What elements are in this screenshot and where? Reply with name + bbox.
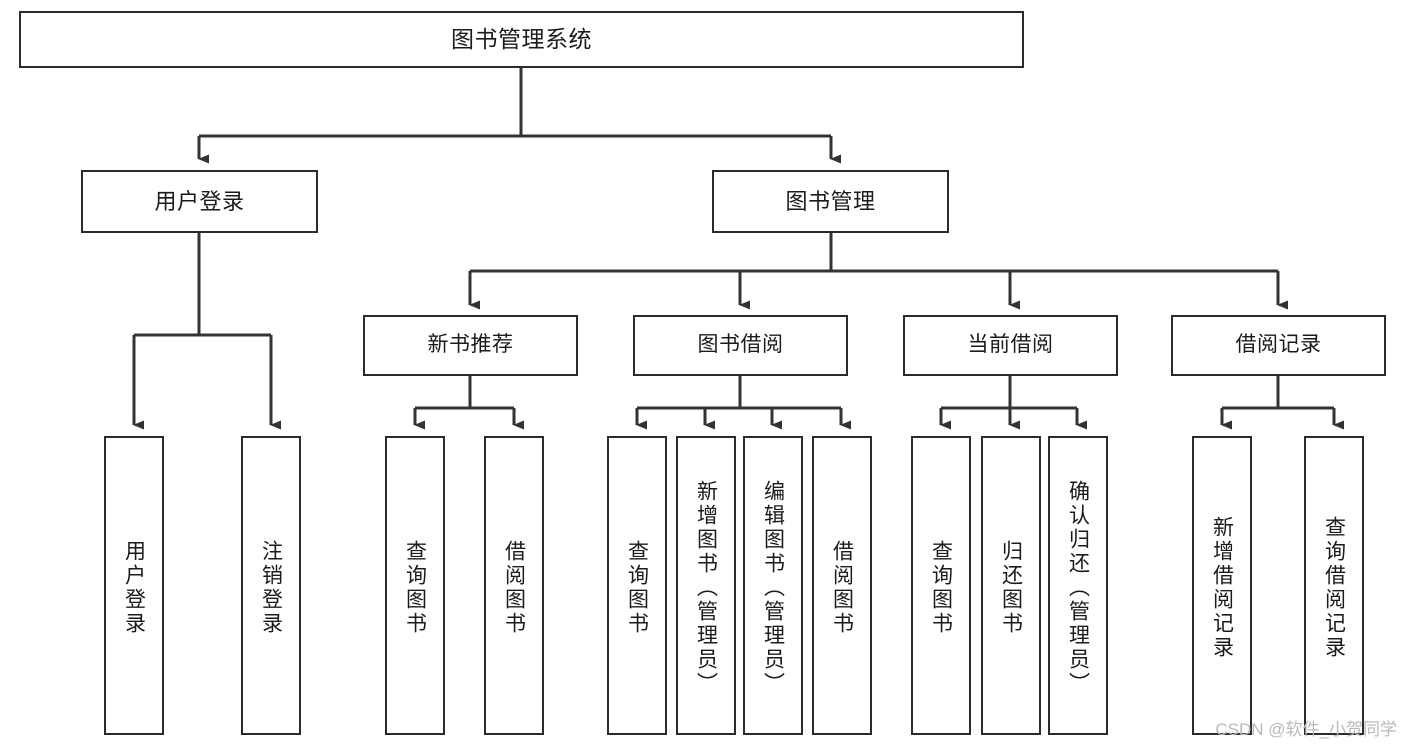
csdn-watermark: CSDN @软件_小贺同学 <box>1215 720 1397 739</box>
leaf-borrow-record-query-record-label: 查询借阅记录 <box>1322 515 1346 660</box>
node-book-management-label: 图书管理 <box>785 188 876 214</box>
node-new-book-recommend[interactable]: 新书推荐 <box>363 315 578 376</box>
node-user-login[interactable]: 用户登录 <box>81 170 318 233</box>
leaf-user-login-login[interactable]: 用户登录 <box>104 436 164 735</box>
node-root-label: 图书管理系统 <box>451 25 592 52</box>
node-book-borrow[interactable]: 图书借阅 <box>633 315 848 376</box>
leaf-new-book-query-book[interactable]: 查询图书 <box>385 436 445 735</box>
leaf-book-borrow-add-book-admin[interactable]: 新增图书（管理员） <box>676 436 736 735</box>
leaf-new-book-borrow-book[interactable]: 借阅图书 <box>484 436 544 735</box>
node-user-login-label: 用户登录 <box>154 188 245 214</box>
leaf-current-borrow-return-book-label: 归还图书 <box>999 539 1023 636</box>
leaf-borrow-record-add-record[interactable]: 新增借阅记录 <box>1192 436 1252 735</box>
leaf-book-borrow-borrow-book-label: 借阅图书 <box>830 539 854 636</box>
leaf-current-borrow-query-book[interactable]: 查询图书 <box>911 436 971 735</box>
leaf-current-borrow-query-book-label: 查询图书 <box>929 539 953 636</box>
leaf-current-borrow-confirm-return-admin-label: 确认归还（管理员） <box>1066 479 1090 696</box>
leaf-book-borrow-borrow-book[interactable]: 借阅图书 <box>812 436 872 735</box>
node-book-management[interactable]: 图书管理 <box>712 170 949 233</box>
leaf-user-login-login-label: 用户登录 <box>122 539 146 636</box>
leaf-borrow-record-add-record-label: 新增借阅记录 <box>1210 515 1234 660</box>
leaf-book-borrow-edit-book-admin-label: 编辑图书（管理员） <box>761 479 785 696</box>
leaf-book-borrow-add-book-admin-label: 新增图书（管理员） <box>694 479 718 696</box>
node-new-book-recommend-label: 新书推荐 <box>427 333 514 357</box>
leaf-book-borrow-edit-book-admin[interactable]: 编辑图书（管理员） <box>743 436 803 735</box>
node-borrow-record-label: 借阅记录 <box>1235 333 1322 357</box>
node-current-borrow[interactable]: 当前借阅 <box>903 315 1118 376</box>
leaf-new-book-query-book-label: 查询图书 <box>403 539 427 636</box>
leaf-current-borrow-return-book[interactable]: 归还图书 <box>981 436 1041 735</box>
node-book-borrow-label: 图书借阅 <box>697 333 784 357</box>
leaf-book-borrow-query-book-label: 查询图书 <box>625 539 649 636</box>
leaf-new-book-borrow-book-label: 借阅图书 <box>502 539 526 636</box>
leaf-book-borrow-query-book[interactable]: 查询图书 <box>607 436 667 735</box>
leaf-borrow-record-query-record[interactable]: 查询借阅记录 <box>1304 436 1364 735</box>
leaf-user-login-logout[interactable]: 注销登录 <box>241 436 301 735</box>
node-root-book-management-system[interactable]: 图书管理系统 <box>19 11 1024 68</box>
leaf-user-login-logout-label: 注销登录 <box>259 539 283 636</box>
leaf-current-borrow-confirm-return-admin[interactable]: 确认归还（管理员） <box>1048 436 1108 735</box>
node-borrow-record[interactable]: 借阅记录 <box>1171 315 1386 376</box>
node-current-borrow-label: 当前借阅 <box>967 333 1054 357</box>
